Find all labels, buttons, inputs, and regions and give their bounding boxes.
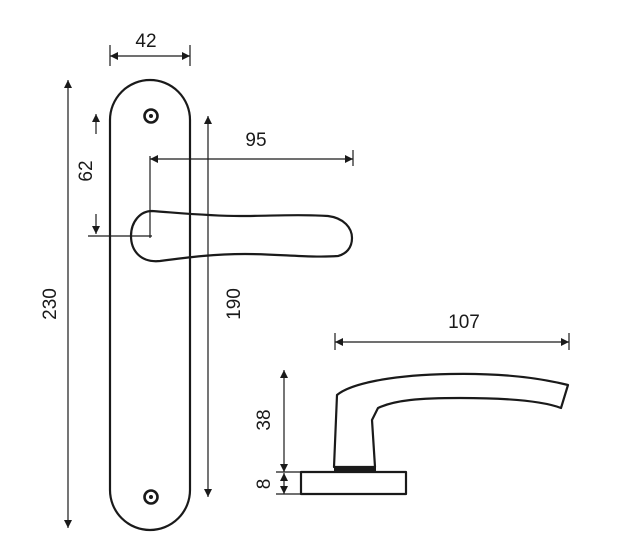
dim-handle-height: 38 [254, 370, 301, 473]
dim-label-42: 42 [135, 31, 156, 52]
dim-plate-width: 42 [109, 31, 191, 66]
dim-label-38: 38 [254, 409, 275, 430]
backplate-outline [108, 78, 192, 532]
dim-label-190: 190 [224, 288, 245, 320]
dim-label-62: 62 [76, 160, 97, 181]
lever-handle-outline [129, 209, 354, 263]
rose-base-outline [299, 470, 408, 496]
lever-side-profile [332, 372, 570, 469]
dim-handle-projection: 95 [149, 130, 354, 238]
rose-cap [334, 467, 376, 472]
dim-label-230: 230 [40, 288, 61, 320]
side-dimensions: 107 38 8 [254, 312, 570, 495]
side-view [299, 372, 570, 496]
dim-plate-height: 230 [40, 80, 72, 528]
dim-label-95: 95 [245, 130, 266, 151]
front-view [108, 78, 354, 532]
dim-label-107: 107 [448, 312, 480, 333]
dim-rose-thickness: 8 [254, 473, 301, 495]
bottom-screw-hole [143, 489, 159, 505]
top-screw-hole [143, 108, 159, 124]
dim-label-8: 8 [254, 479, 275, 490]
dim-handle-length: 107 [334, 312, 570, 350]
dim-screw-spacing: 190 [204, 116, 245, 497]
dim-screw-to-spindle: 62 [76, 114, 152, 237]
front-dimensions: 42 230 62 95 190 [40, 31, 354, 528]
